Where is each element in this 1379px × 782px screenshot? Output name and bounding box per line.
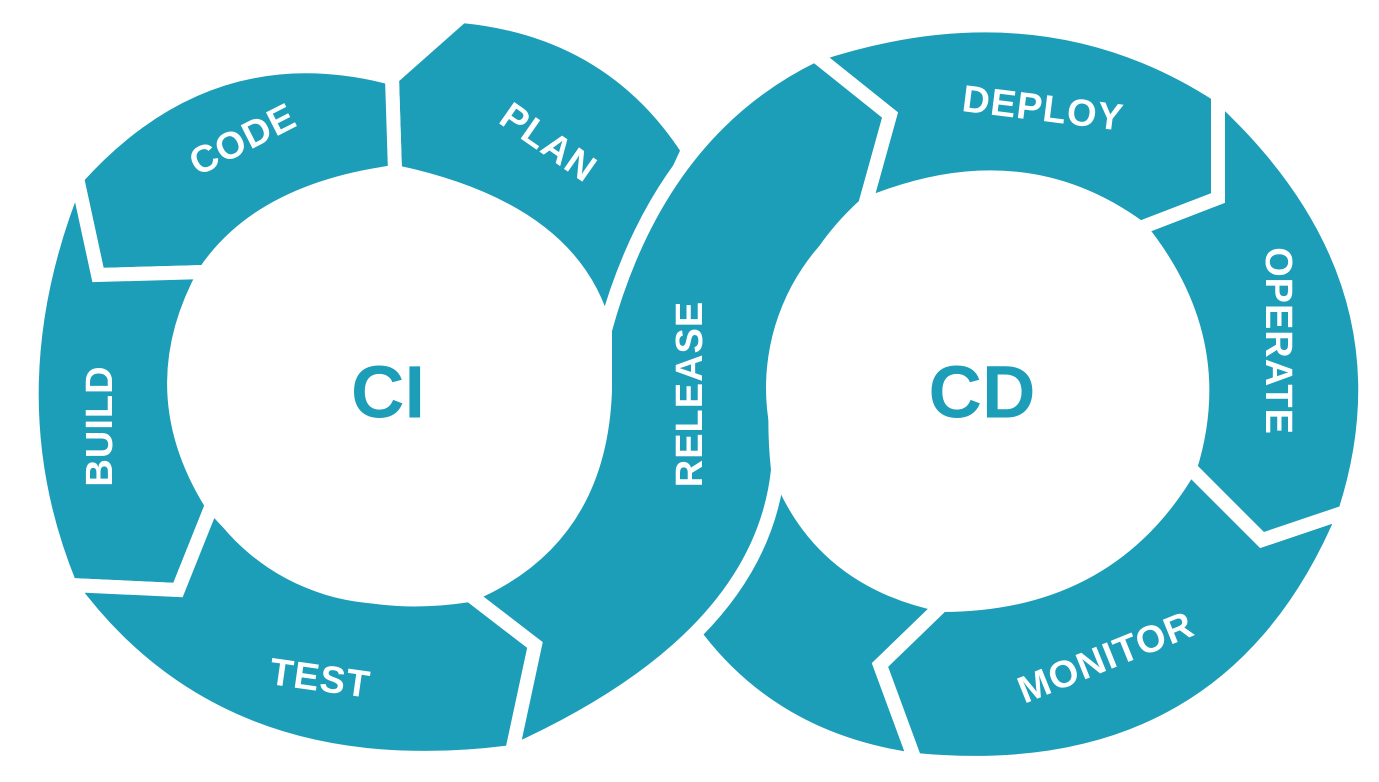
stage-label-operate: OPERATE xyxy=(1257,247,1299,435)
ci-ring xyxy=(24,8,696,765)
stage-label-release: RELEASE xyxy=(669,301,711,487)
cd-hub xyxy=(766,172,1198,604)
cd-hub-label: CD xyxy=(929,351,1036,434)
ci-hub xyxy=(172,172,604,604)
ci-hub-label: CI xyxy=(351,351,425,434)
cd-segment-operate xyxy=(1128,79,1373,549)
stage-label-build: BUILD xyxy=(79,365,121,486)
